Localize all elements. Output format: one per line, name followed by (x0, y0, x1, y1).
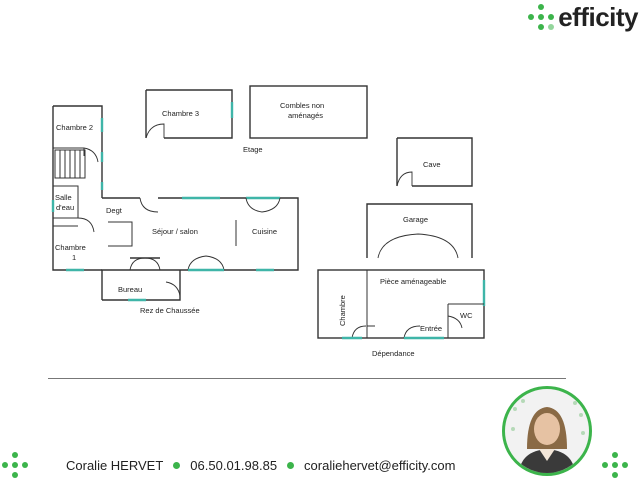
agent-name: Coralie HERVET (66, 457, 164, 473)
dependance-floor: Chambre Pièce aménageable WC Entrée (317, 269, 486, 340)
wc-door (447, 315, 463, 329)
chambre-partition (366, 270, 375, 338)
cave-door (396, 171, 413, 187)
cuisine-door (245, 197, 281, 213)
efficity-logo: efficity (528, 2, 638, 32)
corner-dots-icon-left (2, 452, 28, 478)
chambre2-partition (53, 147, 85, 156)
sejour-door (139, 197, 159, 213)
entree-door (403, 325, 421, 339)
entree-label: Entrée (420, 324, 442, 333)
sejour-french-door (187, 255, 225, 271)
stairs-icon (54, 149, 86, 179)
bureau-door (165, 281, 181, 297)
chambre-door (351, 325, 367, 339)
sejour-label: Séjour / salon (152, 227, 198, 236)
wc-label: WC (460, 311, 473, 320)
etage-floor: Chambre 3 Combles non aménagés (145, 85, 368, 139)
cave-walls (396, 137, 473, 187)
corner-dots-icon-right (602, 452, 628, 478)
garage-walls (366, 203, 473, 258)
brand-name: efficity (558, 1, 638, 32)
degt-cupboard (108, 221, 133, 247)
chambre2-door (83, 147, 99, 163)
bullet-icon (287, 461, 295, 469)
combles-label-line2: aménagés (288, 111, 323, 120)
rez-floor: Chambre 2 Salle d'eau Degt Chambre 1 (51, 105, 299, 302)
bureau-label: Bureau (118, 285, 142, 294)
bullet-icon (173, 461, 181, 469)
agent-email[interactable]: coraliehervet@efficity.com (304, 457, 456, 473)
agent-avatar (502, 386, 592, 476)
dependance-caption: Dépendance (372, 349, 415, 358)
chambre-dependance-label: Chambre (338, 295, 347, 326)
chambre3-door (145, 123, 165, 139)
combles-label-line1: Combles non (280, 101, 324, 110)
left-wing-walls (52, 105, 103, 271)
salle-eau-label-line2: d'eau (56, 203, 74, 212)
wc-walls (447, 303, 484, 338)
degt-label: Degt (106, 206, 123, 215)
degt-door (77, 217, 95, 233)
piece-amenageable-label: Pièce aménageable (380, 277, 446, 286)
agent-contact: Coralie HERVET 06.50.01.98.85 coralieher… (66, 456, 455, 474)
chambre1-label-line1: Chambre (55, 243, 86, 252)
floor-plan: Chambre 3 Combles non aménagés Etage Cha… (51, 85, 486, 358)
agent-phone[interactable]: 06.50.01.98.85 (190, 457, 278, 473)
garage-door (377, 233, 459, 259)
chambre1-label-line2: 1 (72, 253, 76, 262)
cave-label: Cave (423, 160, 441, 169)
cuisine-label: Cuisine (252, 227, 277, 236)
combles-walls (249, 85, 368, 139)
footer-divider (48, 378, 566, 379)
logo-dots-icon (528, 4, 555, 30)
bureau-french-door (129, 257, 161, 271)
salle-eau-label-line1: Salle (55, 193, 72, 202)
etage-caption: Etage (243, 145, 263, 154)
agent-portrait-icon (511, 399, 585, 473)
garage-label: Garage (403, 215, 428, 224)
chambre3-label: Chambre 3 (162, 109, 199, 118)
rez-caption: Rez de Chaussée (140, 306, 200, 315)
salle-eau-walls (53, 185, 79, 219)
chambre2-label: Chambre 2 (56, 123, 93, 132)
